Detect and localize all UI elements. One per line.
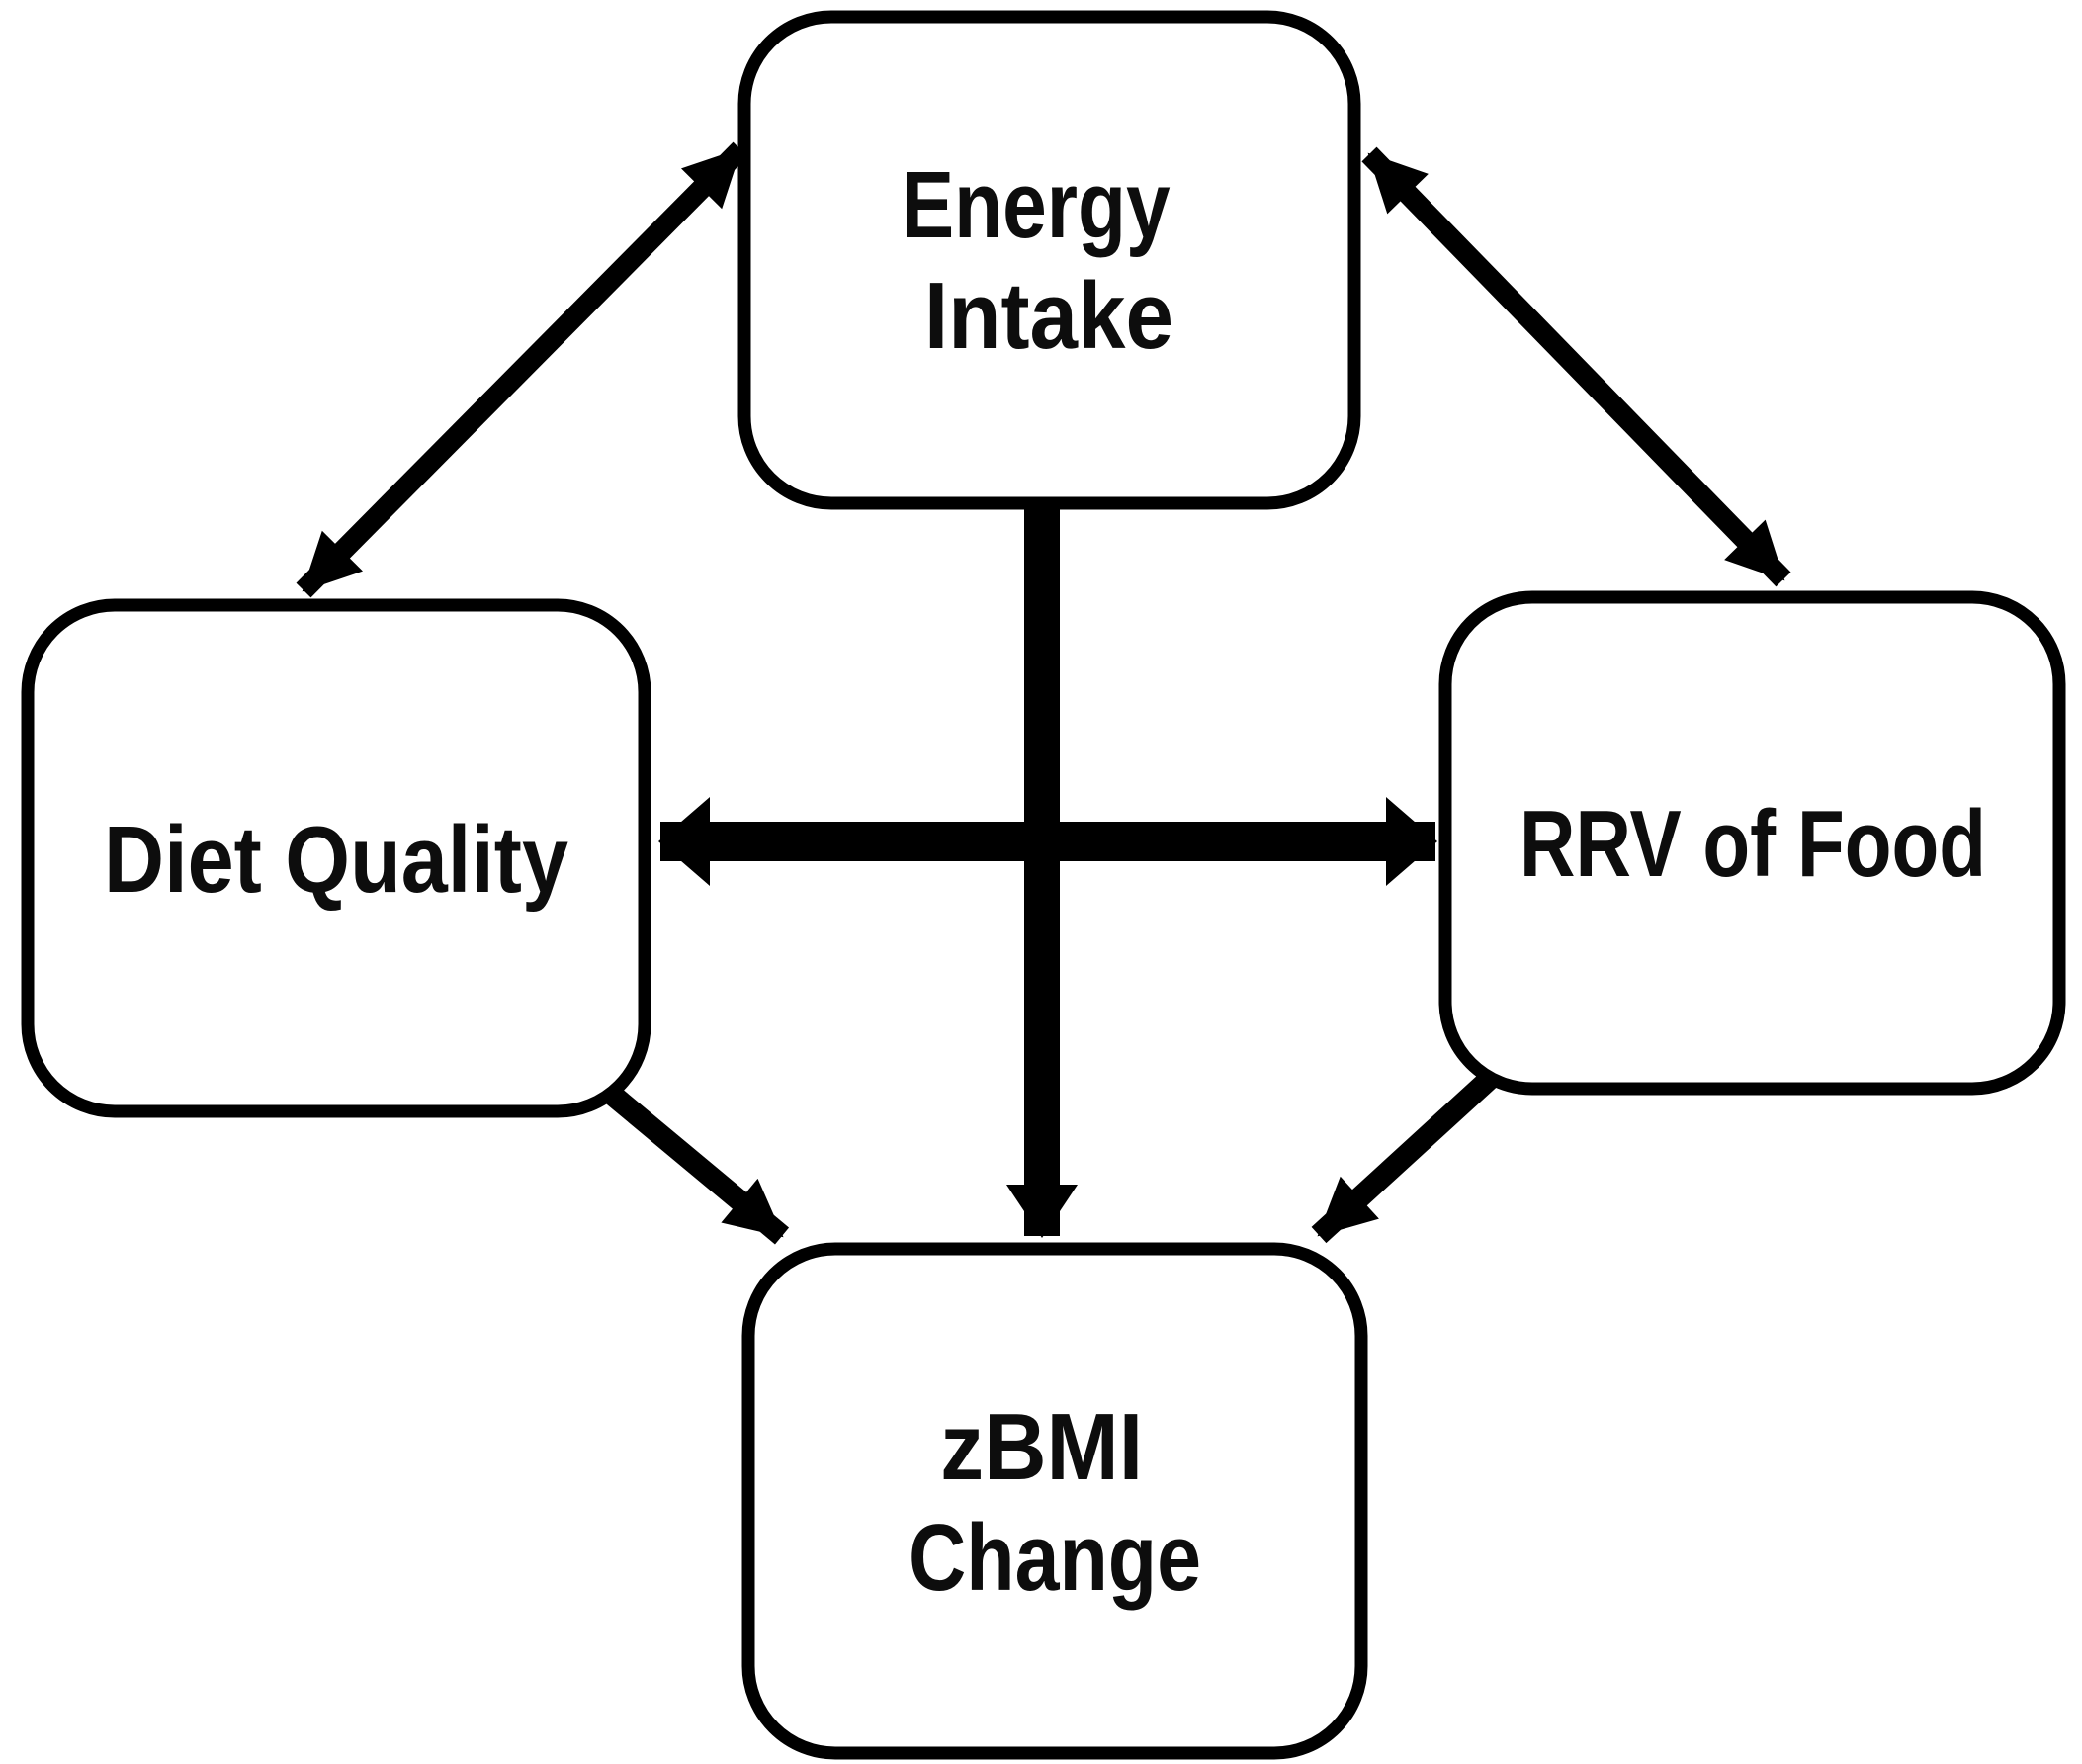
node-energy-intake: Energy Intake: [737, 10, 1361, 510]
node-zbmi-change-box: [741, 1242, 1368, 1760]
node-energy-intake-label: Energy Intake: [902, 152, 1197, 369]
node-energy-intake-label-line1: Energy: [902, 152, 1171, 258]
edge-diet-quality-zbmi-change: [603, 1085, 790, 1245]
node-diet-quality: Diet Quality: [21, 598, 651, 1118]
node-zbmi-change-label-line2: Change: [909, 1505, 1201, 1611]
node-energy-intake-label-line2: Intake: [924, 263, 1173, 369]
edge-rrv-of-food-zbmi-change: [1311, 1068, 1500, 1244]
node-zbmi-change: zBMI Change: [741, 1242, 1368, 1760]
node-diet-quality-box: [21, 598, 651, 1118]
node-rrv-of-food-box: [1438, 590, 2066, 1096]
node-zbmi-change-label: zBMI Change: [909, 1394, 1201, 1611]
node-energy-intake-box: [737, 10, 1361, 510]
node-rrv-of-food: RRV of Food: [1438, 590, 2066, 1096]
node-rrv-of-food-label: RRV of Food: [1519, 791, 1986, 897]
edge-diet-quality-energy-intake: [296, 141, 748, 598]
edge-energy-intake-rrv-of-food: [1361, 146, 1791, 587]
node-zbmi-change-label-line1: zBMI: [940, 1394, 1143, 1500]
node-diet-quality-label: Diet Quality: [104, 807, 568, 913]
